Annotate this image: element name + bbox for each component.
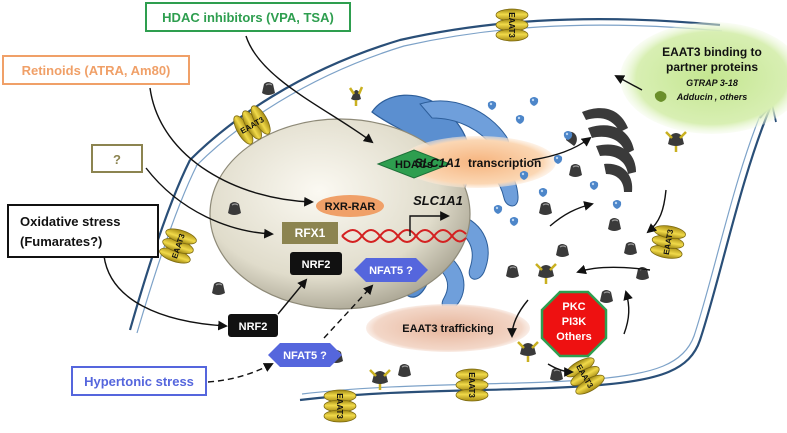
carrier-protein [538, 201, 553, 216]
retinoids-label: Retinoids (ATRA, Am80) [22, 63, 171, 78]
arrow-nfat5-nuclear [323, 284, 374, 339]
arrow-retinoids [149, 87, 314, 207]
carrier-protein [555, 243, 570, 258]
gene-label: SLC1A1 [413, 193, 463, 208]
rfx1-factor: RFX1 [282, 222, 338, 244]
eaat3-transporter: EAAT3 [495, 8, 529, 42]
partner-others: , others [714, 92, 748, 102]
hdacs-label: HDACs [395, 159, 433, 171]
partner-adducin-line: Adducin, others [676, 92, 748, 102]
arrow-transcription-to-golgi [531, 136, 592, 161]
oxidative-stress-line1: Oxidative stress [20, 214, 120, 229]
eaat3-complex [348, 86, 364, 106]
arrow-endocytosis [576, 264, 651, 275]
oxidative-stress-box: Oxidative stress (Fumarates?) [7, 204, 159, 258]
arrow-golgi-to-surface [646, 189, 667, 234]
nrf2-cytoplasmic-label: NRF2 [239, 321, 268, 333]
trafficking-label: EAAT3 trafficking [402, 323, 493, 335]
eaat3-transporter-label: EAAT3 [467, 372, 476, 398]
eaat3-transporter: EAAT3 [233, 105, 271, 145]
carrier-protein [505, 264, 520, 279]
rfx1-label: RFX1 [295, 226, 326, 240]
nfat5-cytoplasmic-label: NFAT5 ? [283, 350, 327, 362]
eaat3-transporter: EAAT3 [565, 357, 605, 395]
nfat5-nuclear-label: NFAT5 ? [369, 265, 413, 277]
carrier-protein [607, 217, 622, 232]
rxr-rar-factor: RXR-RAR [316, 195, 384, 217]
partner-title-line1: EAAT3 binding to [662, 45, 762, 59]
eaat3-transporter-label: EAAT3 [507, 12, 516, 38]
kinase-label-line3: Others [556, 331, 591, 343]
nrf2-nuclear-label: NRF2 [302, 259, 331, 271]
kinase-label-line2: PI3K [562, 316, 587, 328]
arrow-recycling [623, 290, 633, 335]
hdac-inhibitors-label: HDAC inhibitors (VPA, TSA) [162, 10, 334, 25]
eaat3-transporter-label: EAAT3 [335, 393, 344, 419]
carrier-protein [261, 81, 276, 96]
partner-proteins-box: EAAT3 binding to partner proteins GTRAP … [654, 45, 762, 102]
pathway-arrows [103, 35, 667, 383]
eaat3-complex [665, 131, 687, 152]
hdacs-factor: HDACs [376, 149, 452, 179]
arrow-hypertonic-stress [207, 363, 274, 383]
eaat3-complex [535, 263, 557, 284]
arrow-unknown [145, 167, 274, 239]
eaat3-complex [369, 369, 391, 390]
kinase-label-line1: PKC [562, 301, 585, 313]
rxr-rar-label: RXR-RAR [325, 201, 376, 213]
arrow-trafficking-down [507, 299, 529, 338]
transcription-word: transcription [468, 156, 541, 170]
arrow-to-golgi-vesicles [549, 201, 594, 227]
unknown-stimulus-box: ? [91, 144, 143, 173]
arrow-partner-binding [614, 75, 643, 91]
arrow-nrf2-nuclear [277, 278, 308, 315]
trafficking-glow [366, 304, 530, 352]
carrier-protein [568, 163, 583, 178]
transcription-label: SLC1A1 transcription [415, 156, 542, 170]
partner-gtrap: GTRAP 3-18 [686, 78, 738, 88]
nrf2-cytoplasmic-factor: NRF2 [228, 314, 278, 337]
nrf2-nuclear-factor: NRF2 [290, 252, 342, 275]
arrow-hdac-inhibitors [245, 35, 374, 144]
golgi-apparatus [566, 108, 636, 192]
eaat3-complex [517, 341, 539, 362]
carrier-protein [211, 281, 226, 296]
hdac-inhibitors-box: HDAC inhibitors (VPA, TSA) [145, 2, 351, 32]
partner-proteins-glow [620, 22, 787, 134]
nfat5-nuclear-factor: NFAT5 ? [354, 258, 428, 282]
retinoids-box: Retinoids (ATRA, Am80) [2, 55, 190, 85]
partner-title-line2: partner proteins [666, 60, 758, 74]
unknown-stimulus-label: ? [113, 152, 121, 167]
carrier-protein [397, 363, 412, 378]
oxidative-stress-line2: (Fumarates?) [20, 234, 102, 249]
eaat3-transporter-label: EAAT3 [662, 228, 675, 255]
carrier-protein [599, 289, 614, 304]
eaat3-transporter: EAAT3 [455, 368, 489, 402]
dna-helix [341, 229, 467, 243]
partner-adducin: Adducin [676, 92, 713, 102]
kinase-signaling-octagon: PKC PI3K Others [540, 290, 608, 358]
transcription-glow [400, 136, 556, 188]
carrier-protein [623, 241, 638, 256]
transcription-start-arrow [409, 211, 450, 236]
hypertonic-stress-label: Hypertonic stress [84, 374, 194, 389]
arrow-to-membrane [547, 363, 574, 377]
eaat3-transporter: EAAT3 [159, 228, 197, 264]
eaat3-transporter: EAAT3 [323, 389, 357, 423]
transcription-gene: SLC1A1 [415, 156, 461, 170]
eaat3-transporter: EAAT3 [650, 225, 686, 259]
nfat5-cytoplasmic-factor: NFAT5 ? [268, 343, 342, 367]
hypertonic-stress-box: Hypertonic stress [71, 366, 207, 396]
arrow-oxidative-stress [103, 255, 228, 331]
